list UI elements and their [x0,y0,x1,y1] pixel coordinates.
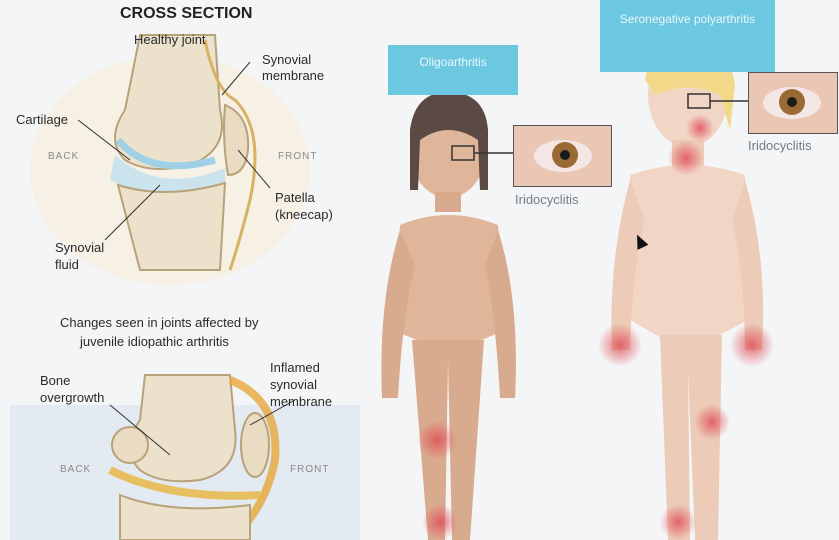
child-oligoarthritis-figure [381,92,516,540]
oligo-iridocyclitis-label: Iridocyclitis [515,192,579,207]
poly-iridocyclitis-label: Iridocyclitis [748,138,812,153]
oligoarthritis-tag: Oligoarthritis [388,45,518,95]
eye-pupil [787,97,797,107]
eye-pupil [560,150,570,160]
eye-callout-poly [748,72,838,134]
eye-callout-oligo [513,125,612,187]
polyarthritis-tag: Seronegative polyarthritis [600,0,775,72]
